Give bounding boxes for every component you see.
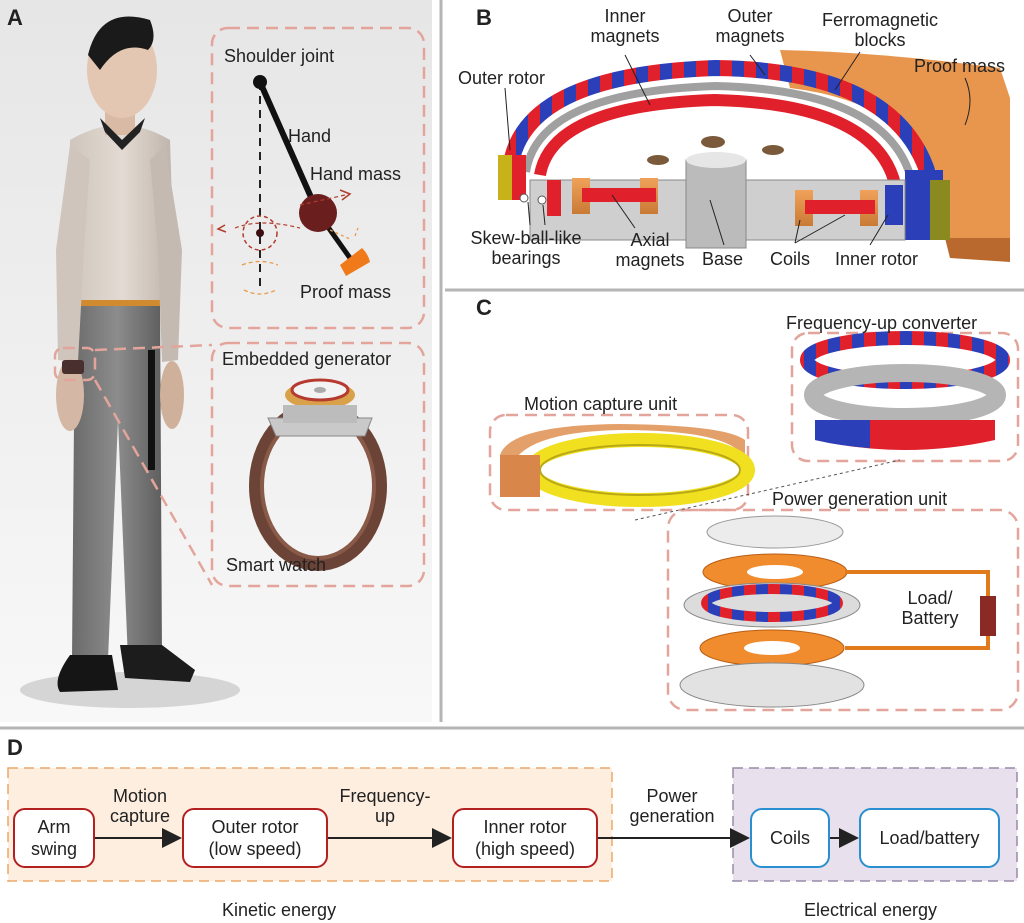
label-kinetic-energy: Kinetic energy: [222, 900, 337, 920]
label-hand-mass: Hand mass: [310, 164, 402, 184]
panel-letter-d: D: [7, 735, 23, 760]
zoom-lines: [53, 343, 214, 586]
power-generation-stack: [679, 515, 865, 708]
label-frequency-up: Frequency- up: [339, 786, 431, 826]
label-inner-magnets: Inner magnets: [590, 6, 660, 46]
box-arm-swing: Arm swing: [13, 808, 95, 868]
label-inner-rotor-b: Inner rotor: [835, 249, 919, 269]
frequency-up-converter-drawing: [800, 331, 1010, 450]
box-inner-rotor: Inner rotor (high speed): [452, 808, 598, 868]
motion-capture-ring: [500, 424, 755, 507]
watch-callout-box: [210, 341, 426, 588]
pendulum-diagram: [216, 75, 370, 295]
load-circuit: [845, 570, 996, 650]
label-outer-rotor-b: Outer rotor: [458, 68, 546, 88]
label-proof-mass-b: Proof mass: [914, 56, 1006, 76]
generator-cross-section: [498, 50, 1010, 262]
box-load-battery: Load/battery: [859, 808, 1000, 868]
label-smart-watch: Smart watch: [226, 555, 327, 575]
label-load-battery-c: Load/ Battery: [901, 588, 959, 628]
panel-b-leaders: [504, 51, 971, 246]
label-shoulder-joint: Shoulder joint: [224, 46, 335, 66]
label-proof-mass-a: Proof mass: [300, 282, 392, 302]
label-bearings: Skew-ball-like bearings: [470, 228, 582, 268]
human-figure: [0, 0, 432, 722]
panel-letter-a: A: [7, 5, 23, 30]
label-motion-capture-unit: Motion capture unit: [524, 394, 678, 414]
panel-letter-c: C: [476, 295, 492, 320]
label-motion-capture: Motion capture: [109, 786, 171, 826]
panel-letter-b: B: [476, 5, 492, 30]
pendulum-callout-box: [210, 26, 426, 330]
label-power-generation: Power generation: [629, 786, 715, 826]
label-ferromagnetic-blocks: Ferromagnetic blocks: [821, 10, 939, 50]
box-outer-rotor: Outer rotor (low speed): [182, 808, 328, 868]
smart-watch-drawing: [249, 378, 387, 571]
label-outer-magnets: Outer magnets: [715, 6, 785, 46]
label-axial-magnets: Axial magnets: [615, 230, 685, 270]
label-coils-b: Coils: [770, 249, 811, 269]
box-coils: Coils: [750, 808, 830, 868]
label-embedded-generator: Embedded generator: [222, 349, 392, 369]
label-base: Base: [702, 249, 744, 269]
label-power-generation-unit: Power generation unit: [772, 489, 948, 509]
label-hand: Hand: [288, 126, 332, 146]
label-electrical-energy: Electrical energy: [804, 900, 938, 920]
label-frequency-up-converter: Frequency-up converter: [786, 313, 978, 333]
